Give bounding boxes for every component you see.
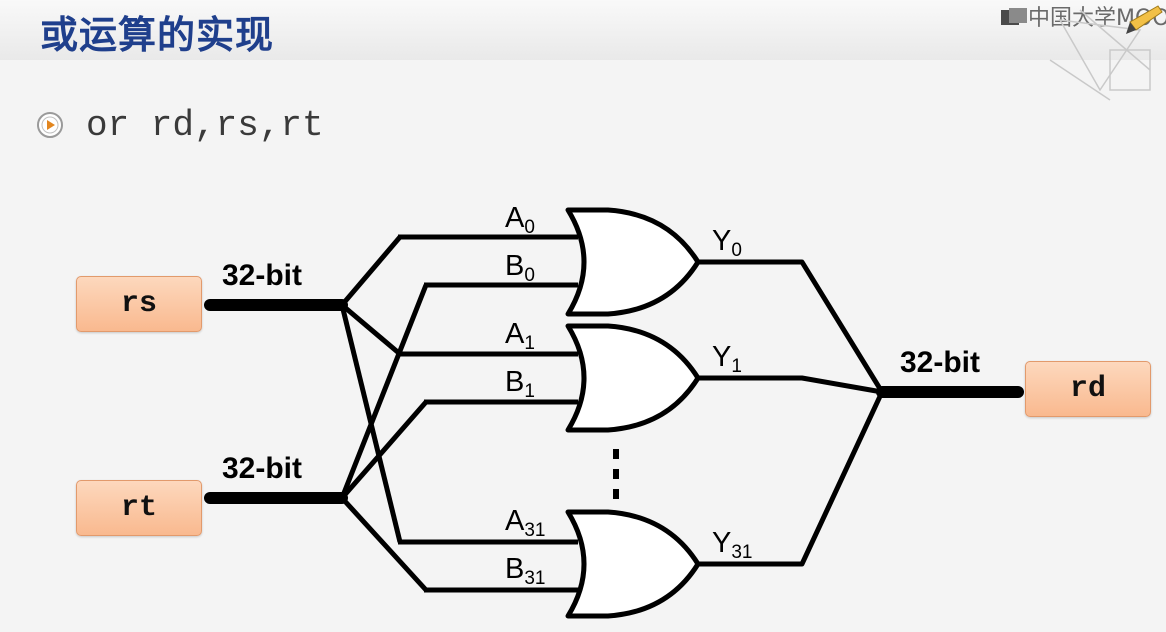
label-a1: A1 [505,318,535,354]
label-a0: A0 [505,202,535,238]
mooc-logo-icon [1001,8,1027,25]
or-gate-31 [565,509,701,619]
label-y1: Y1 [712,341,742,377]
instruction-text: or rd,rs,rt [86,104,324,146]
or-gate-0 [565,207,701,317]
buses [204,299,1024,504]
or-gate-1 [565,323,701,433]
label-a31: A31 [505,505,545,541]
wires [339,234,885,593]
label-b0: B0 [505,250,535,286]
register-rs: rs [76,276,202,332]
wire-rs-a1 [340,303,402,356]
decorative-drafting-tools-icon [1049,5,1163,101]
bus-label-rt: 32-bit [222,452,302,485]
wire-y31 [698,390,885,567]
register-rt: rt [76,480,202,536]
wire-rs-a0 [340,235,402,307]
bus-label-rd: 32-bit [900,346,980,379]
vertical-ellipsis [613,449,619,499]
wire-y1 [698,375,883,395]
register-rd: rd [1025,361,1151,417]
label-y31: Y31 [712,527,752,563]
wire-y0 [698,259,885,394]
instruction-bullet: or rd,rs,rt [36,103,324,147]
bus-label-rs: 32-bit [222,259,302,292]
wire-rt-b31 [340,496,428,592]
wire-rt-b0 [339,284,429,499]
play-circle-icon [37,112,63,138]
wire-rt-b1 [340,400,428,500]
or-gates [565,207,701,619]
header-bar: 或运算的实现 中国大学MOOC [0,0,1166,60]
slide-title: 或运算的实现 [40,13,275,57]
label-y0: Y0 [712,225,742,261]
label-b1: B1 [505,366,535,402]
label-b31: B31 [505,553,545,589]
